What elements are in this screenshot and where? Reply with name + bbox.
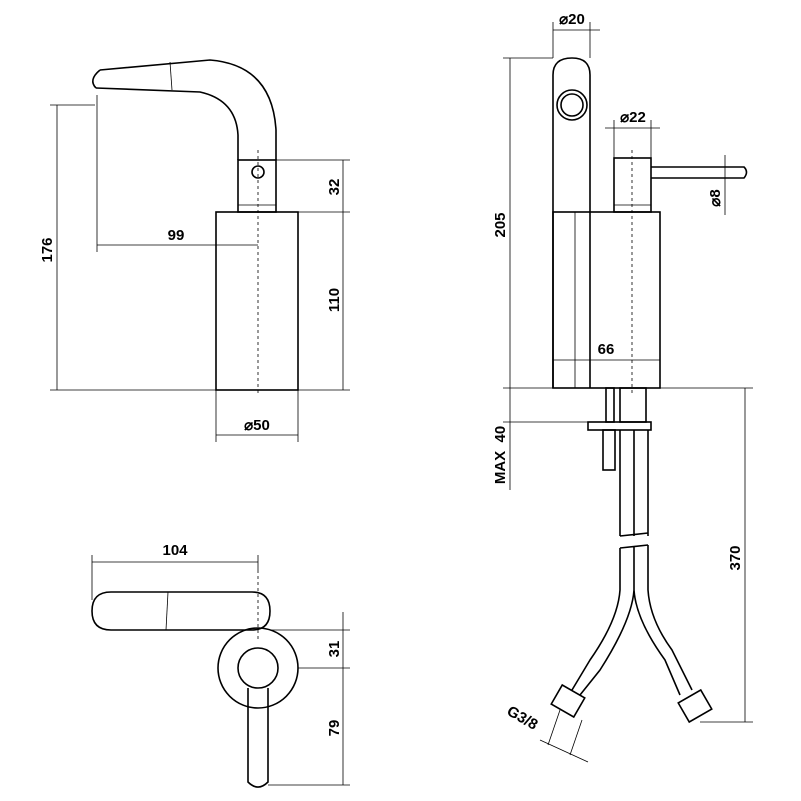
stud <box>602 429 616 471</box>
body <box>552 211 661 389</box>
spout-inner <box>95 87 239 160</box>
lever <box>651 166 748 179</box>
dim-79: 79 <box>326 720 343 737</box>
dim-176: 176 <box>39 237 56 262</box>
front-view: ⌀20 ⌀22 ⌀8 205 66 MAX 40 370 G3/8 <box>492 11 753 763</box>
dim-110: 110 <box>326 288 343 312</box>
dim-d20: ⌀20 <box>559 11 585 28</box>
dim-32: 32 <box>326 179 343 196</box>
base-circle <box>217 627 299 709</box>
set-screw <box>251 165 265 179</box>
dim-31: 31 <box>326 641 343 658</box>
hoses <box>571 544 693 696</box>
spout-top <box>91 591 271 631</box>
dim-g3-8: G3/8 <box>504 703 541 734</box>
dim-max-40: MAX 40 <box>492 426 509 484</box>
dim-d50: ⌀50 <box>244 417 270 434</box>
dim-99: 99 <box>168 227 185 244</box>
spout-column <box>552 57 591 388</box>
dim-104: 104 <box>162 542 188 559</box>
handle-column <box>613 157 652 213</box>
dim-370: 370 <box>727 545 744 570</box>
lever-top <box>247 688 269 788</box>
top-view: 104 31 79 <box>91 542 350 788</box>
washer <box>587 421 652 431</box>
body <box>215 211 299 391</box>
neck <box>237 159 277 213</box>
handle-circle <box>237 647 279 689</box>
side-view: 176 99 32 110 ⌀50 <box>39 59 350 442</box>
dim-d22: ⌀22 <box>620 109 646 126</box>
spout-outer <box>99 59 277 160</box>
fitting-left <box>550 683 586 719</box>
fitting-right <box>677 688 713 724</box>
dim-205: 205 <box>492 212 509 237</box>
dim-66: 66 <box>598 341 615 358</box>
spout-outlet <box>556 89 588 121</box>
dim-d8: ⌀8 <box>707 189 724 206</box>
